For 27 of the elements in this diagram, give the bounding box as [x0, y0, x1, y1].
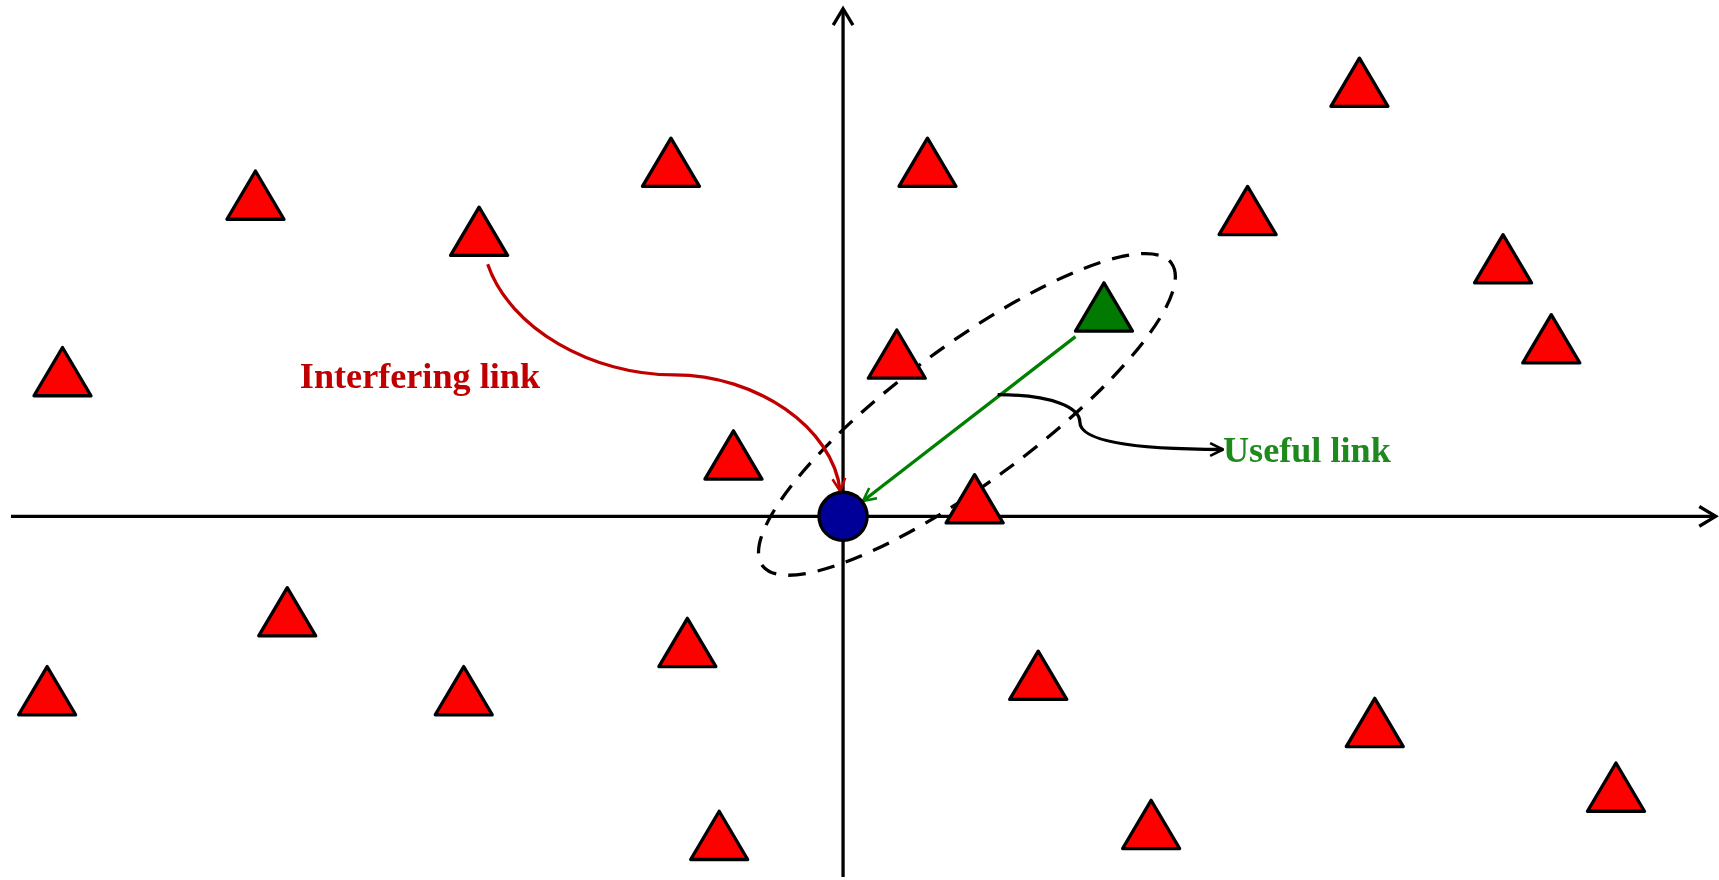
triangle-marker — [943, 472, 1006, 526]
triangle-marker — [433, 664, 495, 717]
arrow — [861, 335, 1077, 503]
triangle-marker — [1585, 760, 1647, 814]
triangle-marker — [702, 428, 765, 482]
triangle-marker — [1120, 798, 1182, 851]
triangle-marker — [224, 168, 287, 222]
triangle-marker — [448, 205, 510, 258]
link-label: Useful link — [1222, 429, 1391, 470]
arrow — [486, 263, 846, 493]
triangle-marker — [640, 135, 702, 189]
triangle-marker — [656, 616, 719, 669]
triangle-marker — [256, 585, 318, 639]
triangle-marker — [896, 135, 959, 189]
circle-marker — [816, 490, 870, 543]
triangle-marker — [1520, 312, 1582, 366]
triangle-marker — [1007, 649, 1069, 702]
triangle-marker — [1216, 184, 1279, 237]
triangle-marker — [31, 345, 94, 398]
triangle-marker — [1472, 232, 1534, 286]
triangle-marker — [1344, 696, 1406, 749]
triangle-marker — [688, 809, 750, 862]
triangle-marker — [16, 664, 78, 717]
leader-line — [997, 393, 1225, 458]
triangle-marker — [1073, 280, 1135, 334]
triangle-marker — [866, 327, 928, 381]
triangle-marker — [1328, 55, 1391, 109]
